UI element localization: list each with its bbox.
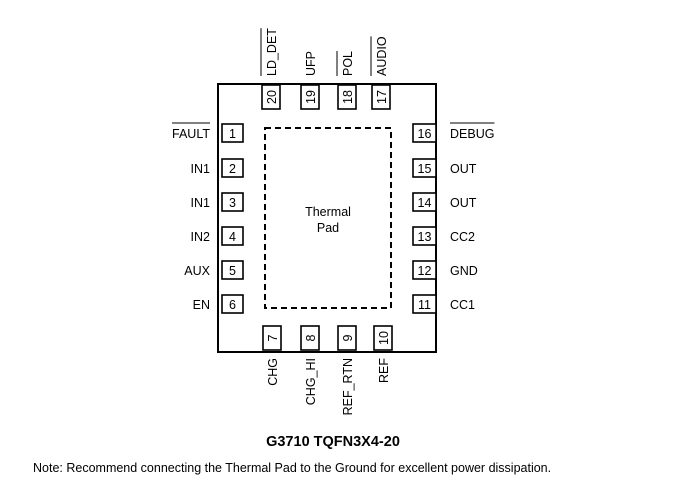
pin-pad: [337, 325, 357, 351]
pin-16: 16 DEBUG: [412, 122, 495, 143]
pin-number: 10: [377, 331, 391, 345]
pin-label: EN: [193, 298, 210, 312]
footnote: Note: Recommend connecting the Thermal P…: [33, 461, 551, 475]
pin-pad: [221, 260, 244, 280]
pin-pad: [300, 325, 320, 351]
pin-label: IN2: [191, 230, 211, 244]
pin-number: 16: [418, 127, 432, 141]
pin-11: 11 CC1: [412, 294, 475, 314]
pin-6: 6 EN: [193, 294, 244, 314]
pin-label: FAULT: [172, 127, 210, 141]
pin-pad: [300, 84, 320, 110]
pin-3: 3 IN1: [191, 192, 244, 212]
pin-label: CC2: [450, 230, 475, 244]
pin-pad: [262, 325, 282, 351]
pin-18: 18 POL: [336, 51, 357, 110]
pin-pad: [221, 294, 244, 314]
pin-number: 7: [266, 334, 280, 341]
pin-pad: [412, 192, 437, 212]
pin-15: 15 OUT: [412, 158, 477, 178]
pin-number: 19: [304, 90, 318, 104]
pin-label: IN1: [191, 162, 211, 176]
pin-4: 4 IN2: [191, 226, 244, 246]
pin-number: 3: [229, 196, 236, 210]
pin-label: IN1: [191, 196, 211, 210]
pin-pad: [373, 325, 393, 351]
pin-pad: [412, 294, 437, 314]
pin-label: POL: [341, 51, 355, 76]
pin-label: LD_DET: [265, 28, 279, 76]
pin-number: 4: [229, 230, 236, 244]
pin-number: 1: [229, 127, 236, 141]
pin-pad: [221, 192, 244, 212]
pin-14: 14 OUT: [412, 192, 477, 212]
pin-1: 1 FAULT: [172, 122, 244, 143]
pin-label: AUX: [184, 264, 210, 278]
pin-19: 19 UFP: [300, 51, 320, 110]
pin-label: GND: [450, 264, 478, 278]
pin-number: 14: [418, 196, 432, 210]
pin-number: 15: [418, 162, 432, 176]
pin-number: 8: [304, 334, 318, 341]
pin-pad: [261, 84, 281, 110]
pin-number: 13: [418, 230, 432, 244]
pin-label: REF: [377, 358, 391, 383]
pin-label: UFP: [304, 51, 318, 76]
thermal-pad-label-line2: Pad: [317, 221, 339, 235]
pin-pad: [412, 123, 437, 143]
pin-label: CHG_HI: [304, 358, 318, 405]
pin-number: 11: [418, 298, 431, 312]
pin-label: REF_RTN: [341, 358, 355, 415]
pin-2: 2 IN1: [191, 158, 244, 178]
pin-label: OUT: [450, 162, 477, 176]
pin-17: 17 AUDIO: [370, 36, 391, 110]
pin-label: CHG: [266, 358, 280, 386]
pin-20: 20 LD_DET: [260, 28, 281, 110]
pin-pad: [221, 123, 244, 143]
thermal-pad: [264, 127, 392, 309]
pin-number: 18: [341, 90, 355, 104]
pin-number: 12: [418, 264, 432, 278]
pin-pad: [412, 226, 437, 246]
pin-pad: [412, 158, 437, 178]
pin-pad: [221, 226, 244, 246]
pin-number: 6: [229, 298, 236, 312]
pin-label: OUT: [450, 196, 477, 210]
pin-number: 2: [229, 162, 236, 176]
pin-number: 20: [265, 90, 279, 104]
thermal-pad-label-line1: Thermal: [305, 205, 351, 219]
pin-13: 13 CC2: [412, 226, 475, 246]
pin-pad: [371, 84, 391, 110]
package-caption: G3710 TQFN3X4-20: [266, 434, 400, 450]
pin-number: 9: [341, 334, 355, 341]
pin-label: CC1: [450, 298, 475, 312]
pin-pad: [412, 260, 437, 280]
pin-pad: [221, 158, 244, 178]
pin-label: DEBUG: [450, 127, 494, 141]
pin-5: 5 AUX: [184, 260, 244, 280]
pin-label: AUDIO: [375, 36, 389, 76]
pin-number: 5: [229, 264, 236, 278]
pin-12: 12 GND: [412, 260, 478, 280]
pin-pad: [337, 84, 357, 110]
pin-number: 17: [375, 90, 389, 104]
